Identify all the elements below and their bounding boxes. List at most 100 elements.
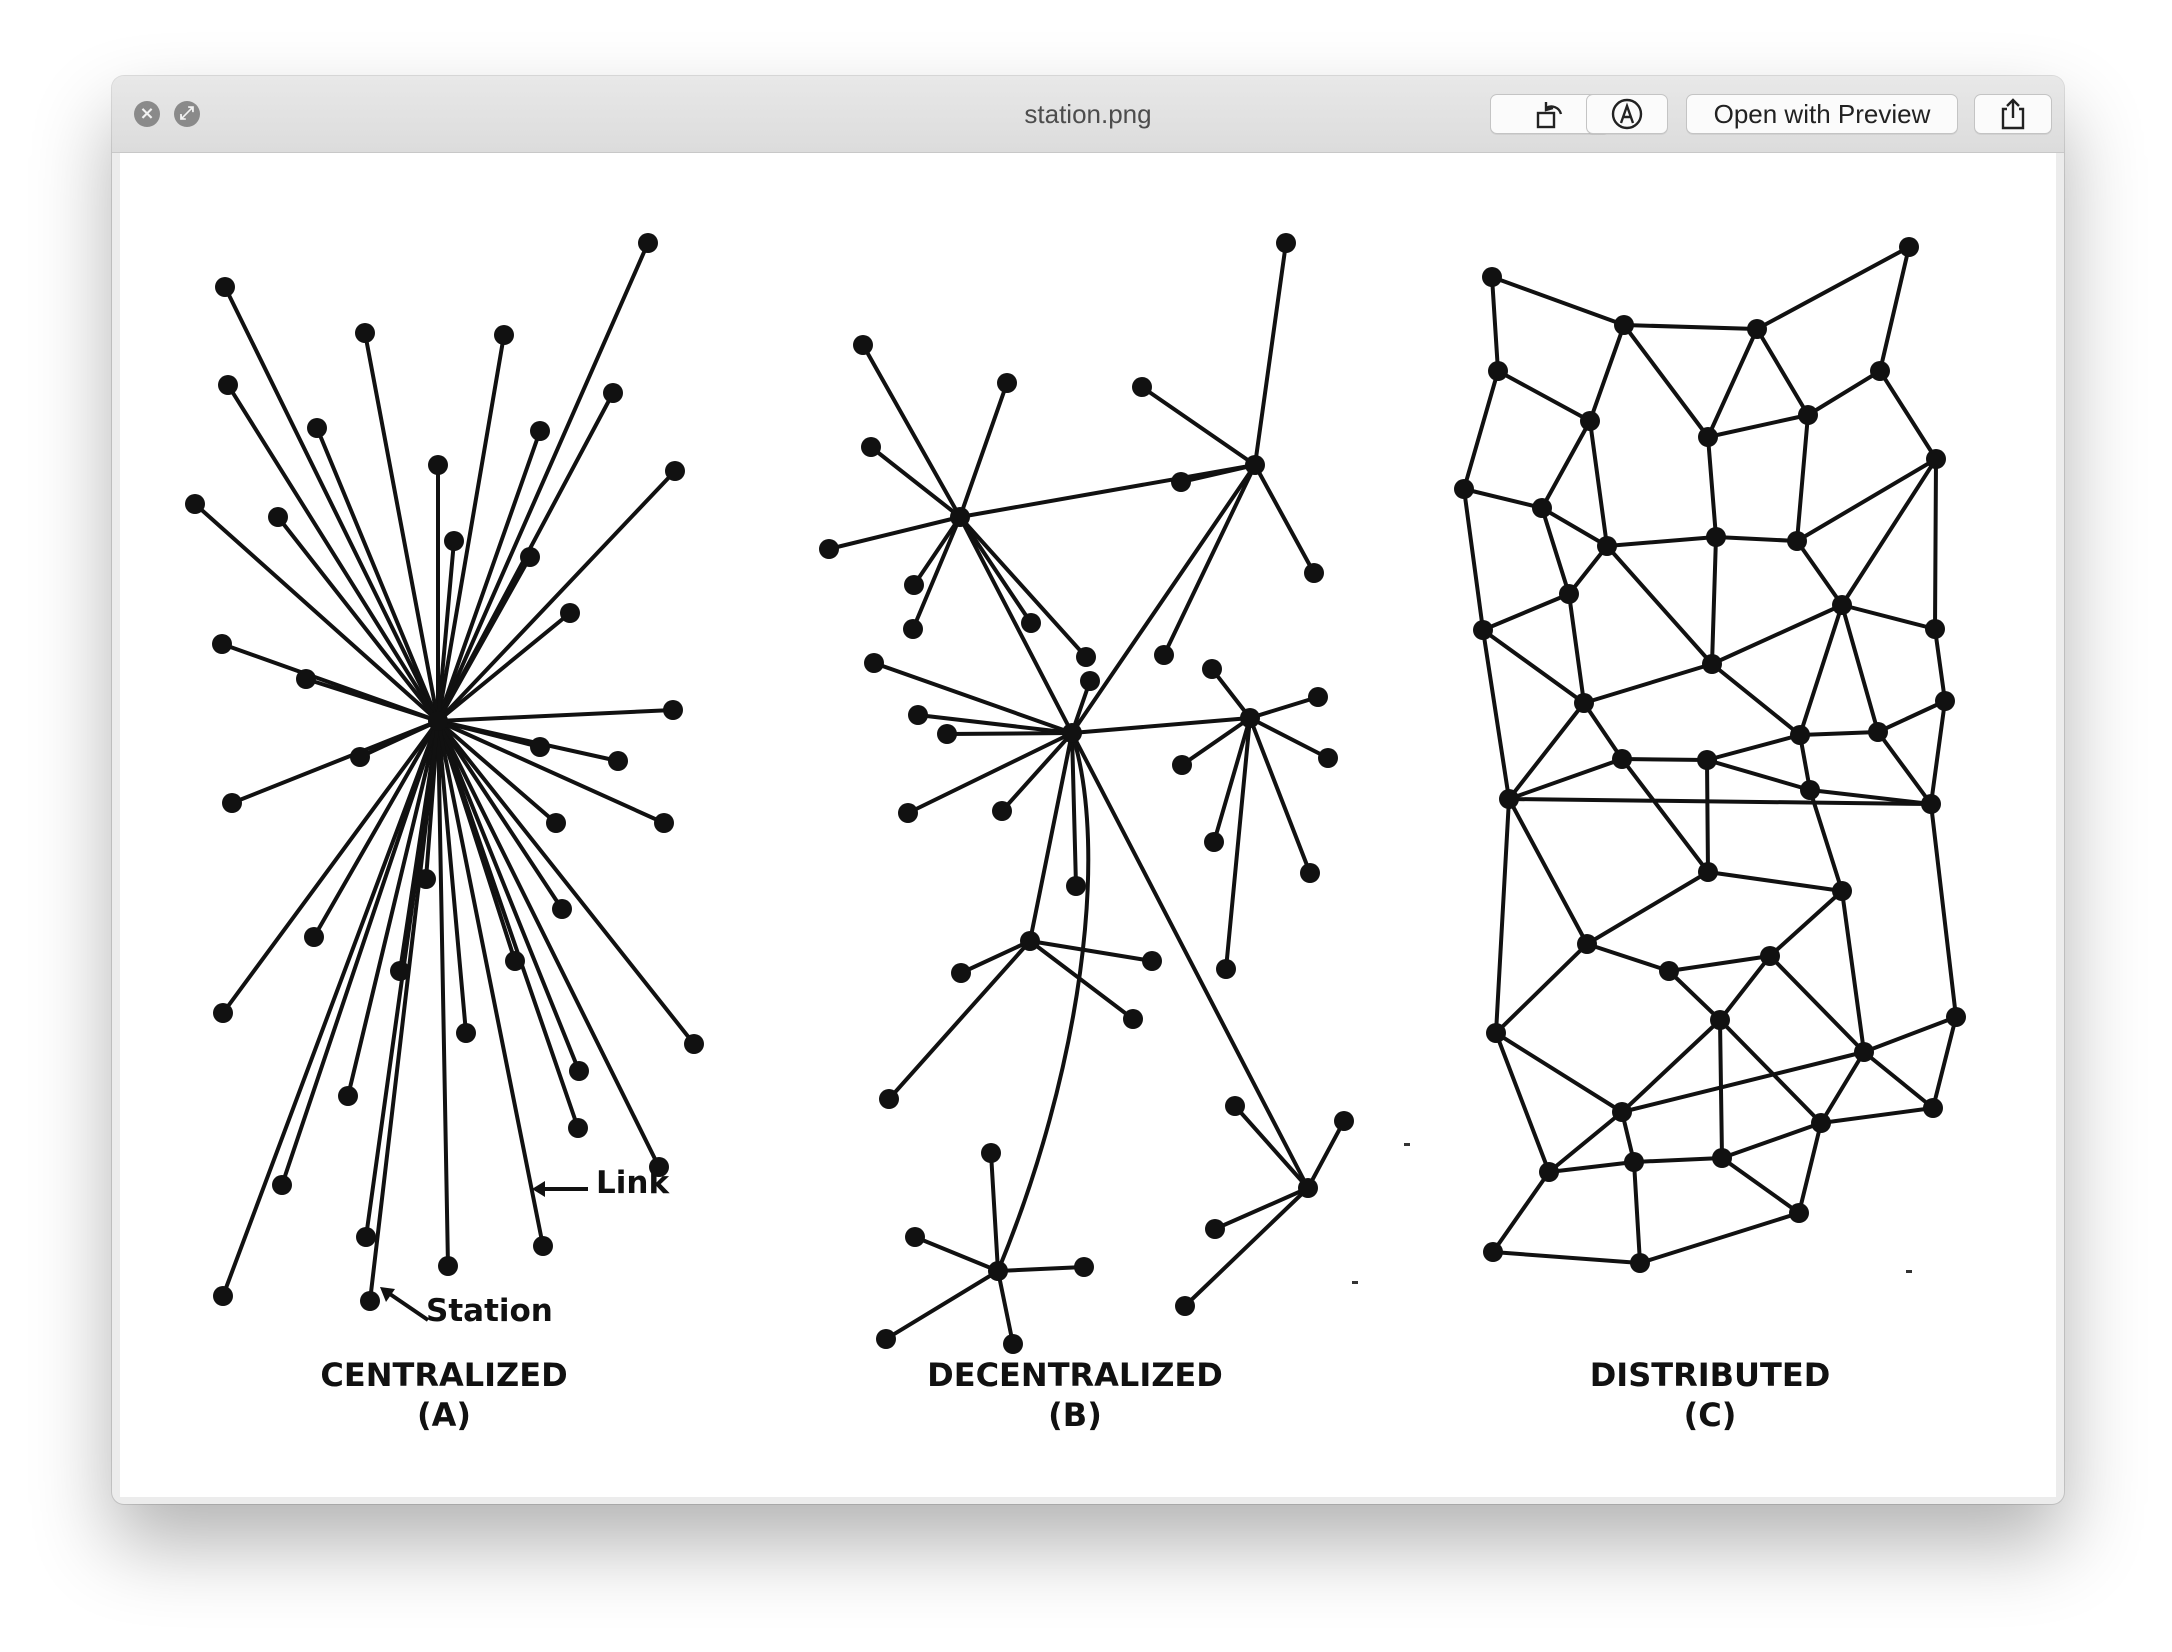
decentralized-station	[1003, 1334, 1023, 1354]
distributed-station	[1559, 584, 1579, 604]
open-with-preview-button[interactable]: Open with Preview	[1686, 94, 1958, 134]
decentralized-link	[1183, 1186, 1310, 1308]
decentralized-station	[861, 437, 881, 457]
share-button[interactable]	[1974, 94, 2052, 134]
decentralized-station	[864, 653, 884, 673]
distributed-station	[1614, 315, 1634, 335]
centralized-station	[390, 961, 410, 981]
centralized-station	[268, 507, 288, 527]
panel-a-letter: (A)	[416, 1396, 471, 1434]
decentralized-link	[861, 343, 962, 519]
centralized-link	[363, 331, 440, 723]
centralized-station	[350, 747, 370, 767]
decentralized-link	[916, 713, 1074, 735]
markup-button[interactable]	[1586, 94, 1668, 134]
distributed-link	[1540, 506, 1609, 548]
distributed-link	[1718, 1018, 1823, 1125]
decentralized-link	[906, 731, 1074, 815]
distributed-station	[1925, 619, 1945, 639]
centralized-station	[552, 899, 572, 919]
decentralized-link	[996, 1269, 1015, 1346]
distributed-link	[1878, 369, 1938, 461]
distributed-link	[1622, 323, 1710, 439]
centralized-link	[436, 719, 580, 1130]
distributed-link	[1622, 323, 1759, 331]
station-arrow	[382, 1288, 430, 1322]
decentralized-station	[879, 1089, 899, 1109]
distributed-station	[1935, 691, 1955, 711]
fullscreen-icon[interactable]: ⤢	[174, 101, 200, 127]
distributed-link	[1718, 1018, 1724, 1160]
distributed-link	[1481, 628, 1511, 801]
distributed-link	[1819, 1050, 1866, 1125]
centralized-link	[368, 719, 440, 1303]
centralized-station	[304, 927, 324, 947]
centralized-station	[665, 461, 685, 481]
decentralized-link	[1212, 716, 1252, 844]
distributed-station	[1790, 725, 1810, 745]
centralized-station	[608, 751, 628, 771]
decentralized-link	[869, 445, 962, 519]
distributed-station	[1811, 1113, 1831, 1133]
distributed-link	[1491, 1250, 1642, 1265]
decentralized-link	[1233, 1104, 1310, 1190]
distributed-link	[1496, 369, 1592, 423]
decentralized-trunk-link	[996, 731, 1091, 1273]
distributed-station	[1921, 794, 1941, 814]
decentralized-trunk-link	[1070, 463, 1257, 735]
distributed-link	[1540, 506, 1571, 596]
distributed-station	[1854, 1042, 1874, 1062]
close-icon[interactable]: ×	[134, 101, 160, 127]
distributed-link	[1462, 369, 1500, 491]
centralized-hub-station	[428, 711, 448, 731]
distributed-link	[1933, 457, 1938, 631]
distributed-link	[1667, 969, 1722, 1022]
distributed-link	[1582, 701, 1624, 761]
distributed-link	[1462, 487, 1544, 510]
quicklook-window: × ⤢ station.png Open with Preview	[112, 76, 2064, 1504]
distributed-station	[1486, 1023, 1506, 1043]
decentralized-link	[827, 515, 962, 551]
centralized-station	[428, 455, 448, 475]
scan-speck	[1404, 1143, 1410, 1146]
distributed-station	[1659, 961, 1679, 981]
centralized-station	[663, 700, 683, 720]
distributed-station	[1454, 479, 1474, 499]
centralized-station	[356, 1227, 376, 1247]
centralized-station	[530, 737, 550, 757]
distributed-link	[1876, 730, 1933, 806]
centralized-link	[436, 719, 558, 825]
centralized-station	[684, 1034, 704, 1054]
distributed-station	[1539, 1162, 1559, 1182]
decentralized-station	[997, 373, 1017, 393]
distributed-link	[1718, 954, 1772, 1022]
decentralized-station	[937, 724, 957, 744]
image-preview: Link Station CENTRALIZED (A) DECENTRALIZ…	[120, 153, 2056, 1497]
station-annotation: Station	[426, 1293, 553, 1329]
centralized-link	[221, 719, 440, 1015]
decentralized-link	[958, 381, 1009, 519]
distributed-station	[1832, 881, 1852, 901]
distributed-station	[1698, 862, 1718, 882]
distributed-link	[1705, 733, 1802, 762]
centralized-link	[436, 719, 564, 911]
decentralized-station	[1123, 1009, 1143, 1029]
distributed-station	[1488, 361, 1508, 381]
distributed-station	[1712, 1148, 1732, 1168]
centralized-station	[533, 1236, 553, 1256]
distributed-link	[1494, 1031, 1624, 1114]
decentralized-link	[1140, 385, 1257, 467]
distributed-station	[1870, 361, 1890, 381]
centralized-link	[221, 719, 440, 1298]
distributed-link	[1706, 870, 1844, 893]
distributed-link	[1620, 1050, 1866, 1114]
centralized-link	[230, 719, 440, 805]
distributed-link	[1755, 245, 1911, 331]
station-arrowhead	[380, 1287, 395, 1302]
distributed-link	[1706, 413, 1810, 439]
distributed-station	[1482, 267, 1502, 287]
centralized-station	[494, 325, 514, 345]
centralized-link	[436, 719, 545, 1248]
window-title: station.png	[1024, 99, 1152, 129]
decentralized-link	[1248, 695, 1320, 720]
